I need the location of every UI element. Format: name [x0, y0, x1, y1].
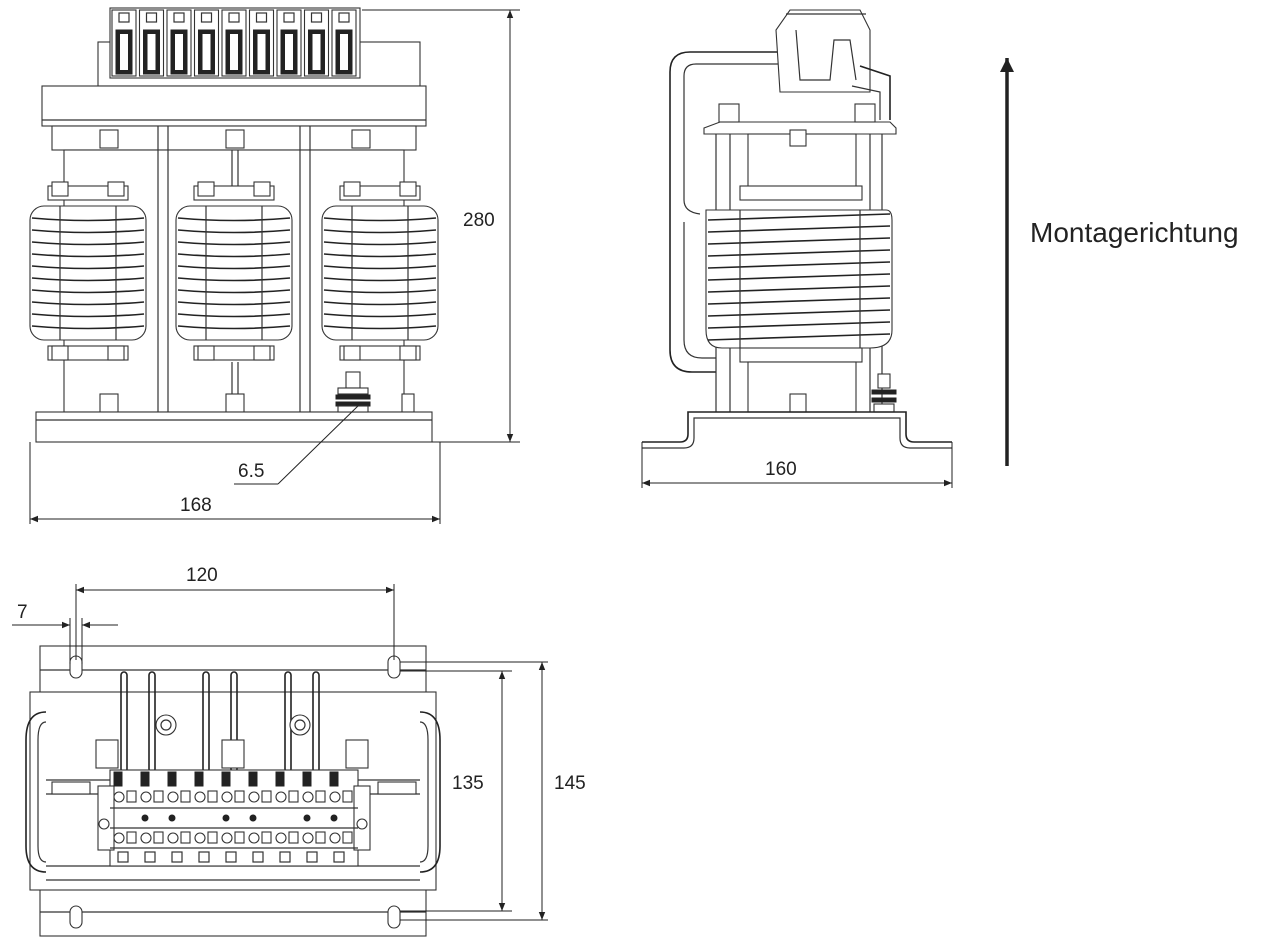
side-view: 160	[641, 9, 953, 488]
side-coil-winding	[705, 209, 893, 349]
side-core-lower	[747, 361, 857, 413]
leader-6-5: 6.5	[234, 403, 361, 485]
dimension-135: 135	[400, 670, 512, 912]
label-120: 120	[186, 565, 218, 586]
dimension-280: 280	[362, 9, 520, 443]
front-top-frame	[41, 85, 427, 127]
label-145: 145	[554, 773, 586, 794]
side-coil	[705, 209, 893, 349]
mounting-slots	[69, 655, 401, 929]
top-view: 120 7 135 145	[12, 565, 586, 937]
mounting-direction-label: Montagerichtung	[1030, 217, 1239, 248]
top-washers	[155, 714, 311, 736]
label-168: 168	[180, 495, 212, 516]
front-base-plate	[35, 411, 433, 443]
label-6-5: 6.5	[238, 461, 264, 482]
dimension-7: 7	[12, 602, 118, 664]
label-280: 280	[463, 210, 495, 231]
top-clamps	[95, 739, 369, 769]
side-top-bolts	[718, 103, 876, 123]
label-135: 135	[452, 773, 484, 794]
top-coil-right	[419, 711, 441, 873]
side-earth-bolt	[871, 373, 897, 413]
front-coils	[29, 181, 439, 361]
dimension-120: 120	[75, 565, 395, 660]
dimension-168: 168	[29, 442, 441, 524]
coil-winding	[321, 205, 439, 341]
label-7: 7	[17, 602, 28, 623]
side-base	[642, 411, 952, 443]
front-earth-bolt	[335, 371, 371, 413]
coil-winding	[29, 205, 147, 341]
side-cable-loop	[669, 51, 790, 373]
mounting-direction: Montagerichtung	[1000, 58, 1239, 466]
front-terminal-block	[97, 7, 421, 87]
label-160: 160	[765, 459, 797, 480]
top-terminal-strip	[97, 769, 371, 867]
coil-winding	[175, 205, 293, 341]
front-view: 280 168 6.5	[29, 7, 520, 524]
side-terminal	[775, 9, 891, 120]
top-coil-left	[25, 711, 47, 873]
dimension-160: 160	[641, 442, 953, 488]
dimension-145: 145	[400, 661, 586, 921]
